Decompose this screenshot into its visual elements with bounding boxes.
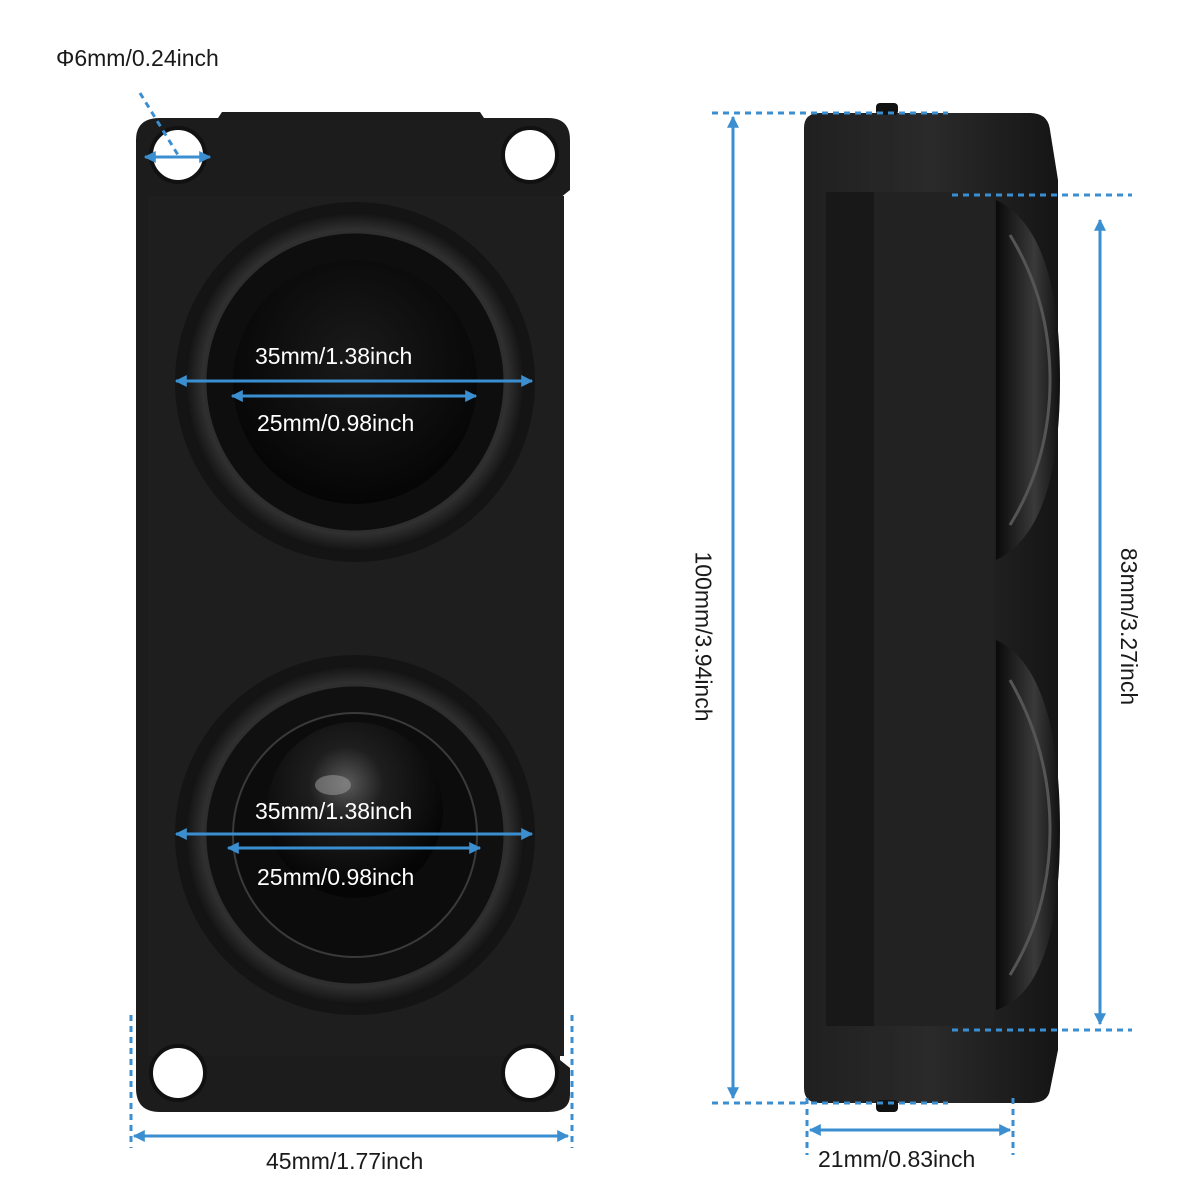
mounting-hole xyxy=(501,1044,559,1102)
depth-label: 21mm/0.83inch xyxy=(818,1146,976,1172)
front-dimension-lines xyxy=(129,92,574,1148)
lower-driver-outer-label: 35mm/1.38inch xyxy=(255,798,413,824)
hole-diameter-label: Φ6mm/0.24inch xyxy=(56,45,219,71)
upper-driver-outer-label: 35mm/1.38inch xyxy=(255,343,413,369)
upper-driver-inner-label: 25mm/0.98inch xyxy=(257,410,415,436)
mounting-hole xyxy=(149,1044,207,1102)
side-view xyxy=(712,103,1132,1155)
inner-height-label: 83mm/3.27inch xyxy=(1116,547,1143,706)
mounting-hole xyxy=(501,126,559,184)
lower-driver-inner-label: 25mm/0.98inch xyxy=(257,864,415,890)
mounting-hole xyxy=(149,126,207,184)
side-driver xyxy=(996,200,1060,560)
front-view xyxy=(129,92,574,1148)
width-label: 45mm/1.77inch xyxy=(266,1148,424,1174)
side-dimension-lines xyxy=(712,111,1132,1155)
side-driver xyxy=(996,640,1060,1010)
height-label: 100mm/3.94inch xyxy=(690,551,717,722)
